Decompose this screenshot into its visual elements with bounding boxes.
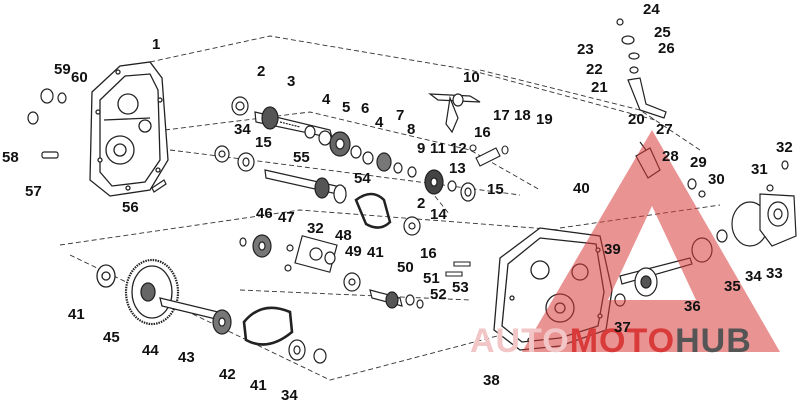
svg-text:AUTOMOTOHUB: AUTOMOTOHUB: [470, 322, 752, 360]
callout-28: 28: [662, 148, 679, 165]
callout-52: 52: [430, 286, 447, 303]
callout-23: 23: [577, 41, 594, 58]
upper-shaft-assembly: [231, 96, 417, 178]
callout-41c: 41: [250, 377, 267, 394]
callout-39: 39: [604, 241, 621, 258]
callout-53: 53: [452, 279, 469, 296]
callout-15b: 15: [487, 181, 504, 198]
callout-36: 36: [684, 298, 701, 315]
housing-bolts: [445, 261, 471, 277]
callout-35: 35: [724, 278, 741, 295]
callout-16b: 16: [420, 245, 437, 262]
callout-10: 10: [463, 69, 480, 86]
callout-34b: 34: [745, 268, 762, 285]
gears-mid: [403, 169, 476, 236]
callout-44: 44: [142, 342, 159, 359]
callout-58: 58: [2, 149, 19, 166]
callout-59: 59: [54, 61, 71, 78]
callout-18: 18: [514, 107, 531, 124]
watermark-text-hub: HUB: [675, 322, 752, 360]
middle-shaft: [264, 169, 347, 204]
sprocket-group: [239, 234, 338, 273]
callout-9: 9: [417, 140, 425, 157]
callout-16a: 16: [474, 124, 491, 141]
callout-34c: 34: [281, 387, 298, 402]
callout-24: 24: [643, 1, 660, 18]
callout-50: 50: [397, 259, 414, 276]
callout-55: 55: [293, 149, 310, 166]
watermark-triangle: [522, 130, 780, 352]
callout-8: 8: [407, 121, 415, 138]
callout-47: 47: [278, 209, 295, 226]
callout-54: 54: [354, 170, 371, 187]
callout-21: 21: [591, 79, 608, 96]
shift-fork: [428, 93, 481, 134]
callout-29: 29: [690, 154, 707, 171]
callout-30: 30: [708, 171, 725, 188]
callout-4b: 4: [375, 114, 384, 131]
large-gear: [96, 258, 221, 326]
callout-33: 33: [766, 265, 783, 282]
callout-22: 22: [586, 61, 603, 78]
callout-1: 1: [152, 36, 160, 53]
watermark-text-moto: MOTO: [570, 322, 675, 360]
callout-14: 14: [430, 206, 447, 223]
drive-chain-upper: [354, 192, 392, 229]
callout-41a: 41: [68, 306, 85, 323]
callout-26: 26: [658, 40, 675, 57]
callout-2b: 2: [417, 195, 425, 212]
callout-57: 57: [25, 183, 42, 200]
callout-7: 7: [396, 107, 404, 124]
callout-32a: 32: [776, 139, 793, 156]
lower-sprocket-chain: [212, 306, 327, 364]
detent-parts: [469, 144, 509, 167]
small-fasteners-left: [27, 88, 167, 193]
callout-60: 60: [71, 69, 88, 86]
callout-31: 31: [751, 161, 768, 178]
shift-lever: [616, 18, 667, 119]
callout-15a: 15: [255, 134, 272, 151]
callout-46: 46: [256, 205, 273, 222]
callout-40: 40: [573, 180, 590, 197]
callout-11: 11: [430, 140, 446, 157]
callout-51: 51: [423, 270, 440, 287]
callout-20: 20: [628, 111, 645, 128]
callout-4: 4: [322, 91, 331, 108]
callout-45: 45: [103, 329, 120, 346]
callout-12: 12: [450, 140, 467, 157]
callout-27: 27: [656, 121, 673, 138]
right-cover: [716, 160, 797, 247]
housing-cover: [89, 61, 169, 197]
callout-13: 13: [449, 160, 466, 177]
callout-34a: 34: [234, 121, 251, 138]
callout-6: 6: [361, 100, 369, 117]
callout-37: 37: [614, 319, 631, 336]
autmotohub-watermark: AUTOMOTOHUB: [470, 130, 780, 360]
callout-38: 38: [483, 372, 500, 389]
callout-2: 2: [257, 63, 265, 80]
callout-56: 56: [122, 199, 139, 216]
callout-41b: 41: [367, 244, 384, 261]
callout-42: 42: [219, 366, 236, 383]
callout-19: 19: [536, 111, 553, 128]
callout-5: 5: [342, 99, 350, 116]
callout-49: 49: [345, 243, 362, 260]
callout-17: 17: [493, 107, 510, 124]
callout-43: 43: [178, 349, 195, 366]
callout-48: 48: [335, 227, 352, 244]
washers-left: [214, 145, 255, 172]
output-parts: [343, 272, 424, 309]
callout-32b: 32: [307, 220, 324, 237]
callout-25: 25: [654, 24, 671, 41]
watermark-text-auto: AUTO: [470, 322, 570, 360]
callout-3: 3: [287, 73, 295, 90]
